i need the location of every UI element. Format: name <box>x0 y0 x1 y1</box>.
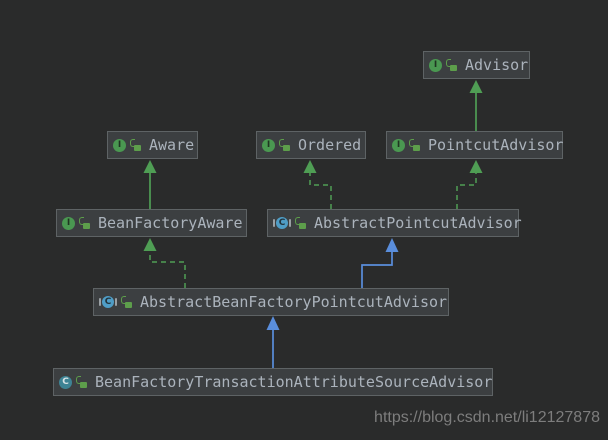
node-label: PointcutAdvisor <box>428 136 564 154</box>
unlocked-padlock-icon <box>409 139 420 151</box>
edge-abstractpointcutadvisor-implements-pointcutadvisor <box>456 160 483 209</box>
node-label: AbstractPointcutAdvisor <box>314 214 522 232</box>
edge-abstractbeanfactorypointcutadvisor-extends-abstractpointcutadvisor <box>361 238 399 288</box>
unlocked-padlock-icon <box>446 59 457 71</box>
abstract-class-icon: C <box>273 217 291 229</box>
unlocked-padlock-icon <box>76 376 87 388</box>
uml-node-pointcut-advisor[interactable]: I PointcutAdvisor <box>386 131 563 159</box>
uml-node-aware[interactable]: I Aware <box>107 131 198 159</box>
class-icon: C <box>59 375 72 389</box>
node-label: Advisor <box>465 56 529 74</box>
interface-icon: I <box>392 138 405 152</box>
interface-icon: I <box>262 138 275 152</box>
node-label: Aware <box>149 136 195 154</box>
abstract-class-icon: C <box>99 296 117 308</box>
edge-pointcutadvisor-extends-advisor <box>469 80 483 131</box>
interface-icon: I <box>113 138 126 152</box>
node-label: BeanFactoryAware <box>98 214 243 232</box>
uml-node-abstract-bean-factory-pointcut-advisor[interactable]: C AbstractBeanFactoryPointcutAdvisor <box>93 288 449 316</box>
edge-abstractbeanfactorypointcutadvisor-implements-beanfactoryaware <box>143 238 186 288</box>
unlocked-padlock-icon <box>121 296 132 308</box>
node-label: Ordered <box>298 136 362 154</box>
uml-node-advisor[interactable]: I Advisor <box>423 51 530 79</box>
node-label: BeanFactoryTransactionAttributeSourceAdv… <box>95 373 493 391</box>
csdn-watermark: https://blog.csdn.net/li12127878 <box>374 409 600 426</box>
unlocked-padlock-icon <box>79 217 90 229</box>
edge-beanfactorytransactionattributesourceadvisor-extends-abstractbeanfactorypointcutadvisor <box>266 316 280 368</box>
node-label: AbstractBeanFactoryPointcutAdvisor <box>140 293 448 311</box>
unlocked-padlock-icon <box>130 139 141 151</box>
unlocked-padlock-icon <box>295 217 306 229</box>
uml-node-bean-factory-transaction-attribute-source-advisor[interactable]: C BeanFactoryTransactionAttributeSourceA… <box>53 368 493 396</box>
edge-beanfactoryaware-extends-aware <box>143 160 157 209</box>
interface-icon: I <box>62 216 75 230</box>
uml-node-ordered[interactable]: I Ordered <box>256 131 366 159</box>
edge-abstractpointcutadvisor-implements-ordered <box>303 160 332 209</box>
unlocked-padlock-icon <box>279 139 290 151</box>
interface-icon: I <box>429 58 442 72</box>
uml-node-abstract-pointcut-advisor[interactable]: C AbstractPointcutAdvisor <box>267 209 522 237</box>
uml-node-bean-factory-aware[interactable]: I BeanFactoryAware <box>56 209 247 237</box>
